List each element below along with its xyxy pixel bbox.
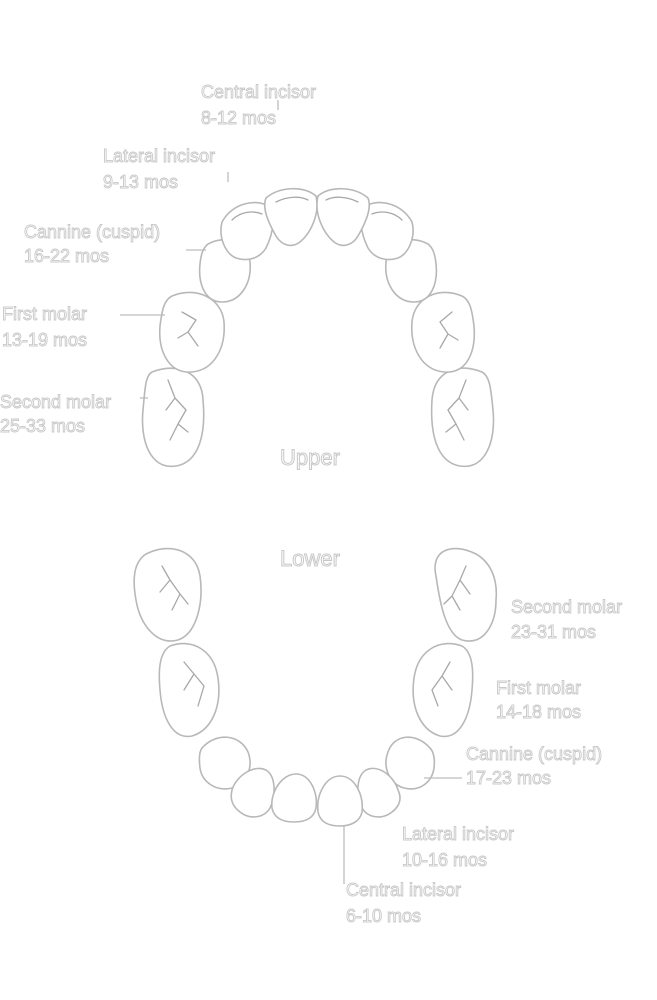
lower-second-molar-name: Second molar (511, 597, 622, 617)
upper-left-second-molar-groove (165, 379, 189, 441)
upper-lateral-incisor-age: 9-13 mos (103, 172, 178, 192)
upper-right-first-molar (411, 291, 476, 373)
lower-leader-lines (343, 777, 462, 884)
lower-lateral-incisor-name: Lateral incisor (402, 824, 514, 844)
upper-left-central-incisor (263, 187, 318, 247)
lower-right-first-molar (412, 642, 474, 738)
upper-second-molar-age: 25-33 mos (0, 416, 85, 436)
upper-central-incisor-age: 8-12 mos (201, 108, 276, 128)
upper-lateral-incisor-name: Lateral incisor (103, 146, 215, 166)
upper-right-lateral-incisor-edge (371, 211, 403, 221)
lower-canine-age: 17-23 mos (466, 768, 551, 788)
lower-central-incisor-name: Central incisor (346, 880, 461, 900)
lower-left-central-incisor (271, 773, 318, 823)
lower-first-molar-name: First molar (496, 678, 581, 698)
lower-left-second-molar-groove (159, 565, 189, 611)
upper-first-molar-name: First molar (2, 304, 87, 324)
upper-right-second-molar (430, 367, 495, 468)
lower-jaw-label: Lower (280, 546, 340, 571)
lower-central-incisor-age: 6-10 mos (346, 906, 421, 926)
upper-central-incisor-name: Central incisor (201, 82, 316, 102)
upper-canine-name: Cannine (cuspid) (24, 222, 160, 242)
upper-left-first-molar (158, 291, 225, 373)
upper-right-lateral-incisor (360, 201, 414, 261)
lower-first-molar-age: 14-18 mos (496, 702, 581, 722)
upper-right-first-molar-groove (439, 311, 459, 349)
lower-right-canine (385, 736, 436, 790)
lower-right-second-molar-groove (443, 565, 471, 611)
upper-right-central-incisor (316, 187, 371, 247)
lower-lateral-incisor-age: 10-16 mos (402, 850, 487, 870)
upper-left-first-molar-groove (177, 311, 199, 347)
upper-left-central-incisor-edge (275, 196, 309, 203)
lower-second-molar-age: 23-31 mos (511, 622, 596, 642)
lower-arch (133, 547, 498, 827)
upper-right-central-incisor-edge (325, 196, 359, 203)
upper-left-lateral-incisor-edge (231, 211, 263, 221)
upper-jaw-label: Upper (280, 445, 340, 470)
lower-labels: Lower Second molar 23-31 mos First molar… (280, 546, 623, 927)
lower-right-second-molar (434, 547, 498, 642)
upper-leader-lines (120, 100, 279, 399)
upper-arch (141, 187, 495, 468)
lower-right-central-incisor (316, 775, 364, 827)
lower-left-first-molar (158, 642, 220, 738)
upper-second-molar-name: Second molar (0, 392, 111, 412)
lower-right-first-molar-groove (431, 661, 453, 707)
upper-first-molar-age: 13-19 mos (2, 330, 87, 350)
lower-left-lateral-incisor (230, 767, 275, 818)
lower-left-second-molar (133, 547, 202, 642)
upper-left-lateral-incisor (220, 201, 274, 261)
upper-labels: Central incisor 8-12 mos Lateral incisor… (0, 82, 340, 471)
upper-right-second-molar-groove (445, 379, 469, 441)
lower-left-first-molar-groove (183, 661, 205, 707)
upper-left-second-molar (141, 367, 205, 468)
upper-canine-age: 16-22 mos (24, 246, 109, 266)
lower-canine-name: Cannine (cuspid) (466, 744, 602, 764)
